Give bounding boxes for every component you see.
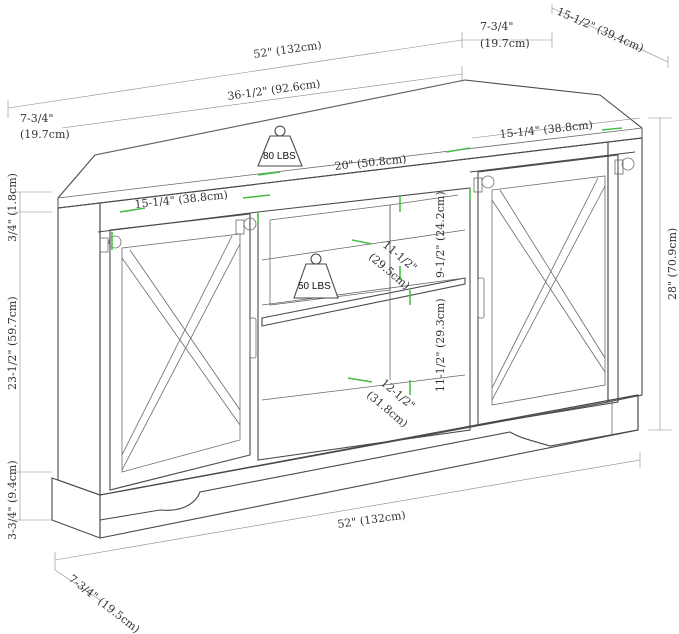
dim-bottom-width: 52" (132cm) bbox=[337, 509, 407, 531]
middle-shelf bbox=[261, 277, 466, 327]
dim-back-width: 36-1/2" (92.6cm) bbox=[227, 77, 322, 103]
weight-icon-top bbox=[257, 125, 303, 167]
weight-icon-shelf bbox=[293, 253, 339, 299]
tv-stand-top bbox=[57, 79, 643, 209]
dim-corner-front-cm: (19.7cm) bbox=[480, 37, 530, 50]
dim-base-corner: 7-3/4" (19.5cm) bbox=[66, 572, 142, 634]
dim-total-height: 28" (70.9cm) bbox=[666, 228, 679, 300]
dim-center-width: 20" (50.8cm) bbox=[334, 153, 407, 173]
right-barn-door bbox=[469, 151, 636, 426]
weight-label-shelf: 50 LBS bbox=[298, 281, 331, 292]
dim-top-thickness: 3/4" (1.8cm) bbox=[6, 173, 19, 242]
dim-lower-shelf: 11-1/2" (29.3cm) bbox=[434, 298, 447, 392]
weight-label-top: 80 LBS bbox=[263, 151, 296, 162]
left-corner-panel bbox=[57, 202, 101, 496]
dimension-lines bbox=[7, 4, 672, 601]
dim-corner-front: 7-3/4" bbox=[480, 20, 513, 33]
dim-door-height: 23-1/2" (59.7cm) bbox=[6, 296, 19, 390]
dim-left-corner-cm: (19.7cm) bbox=[20, 128, 70, 141]
front-face bbox=[99, 141, 609, 496]
center-shelving bbox=[257, 187, 471, 461]
left-barn-door bbox=[97, 211, 259, 491]
weight-icon bbox=[257, 135, 303, 167]
dim-upper-shelf: 9-1/2" (24.2cm) bbox=[434, 191, 447, 278]
dim-right-door: 15-1/4" (38.8cm) bbox=[499, 118, 593, 141]
dim-corner-side: 15-1/2" (39.4cm) bbox=[555, 5, 646, 55]
right-side-panel bbox=[607, 137, 643, 403]
tv-stand-base bbox=[51, 394, 639, 539]
dim-top-width: 52" (132cm) bbox=[253, 39, 323, 61]
weight-icon bbox=[293, 263, 339, 299]
dim-left-corner: 7-3/4" bbox=[20, 112, 53, 125]
dim-left-door: 15-1/4" (38.8cm) bbox=[134, 188, 228, 211]
tv-stand-drawing bbox=[51, 79, 643, 539]
dim-base-height: 3-3/4" (9.4cm) bbox=[6, 460, 19, 540]
